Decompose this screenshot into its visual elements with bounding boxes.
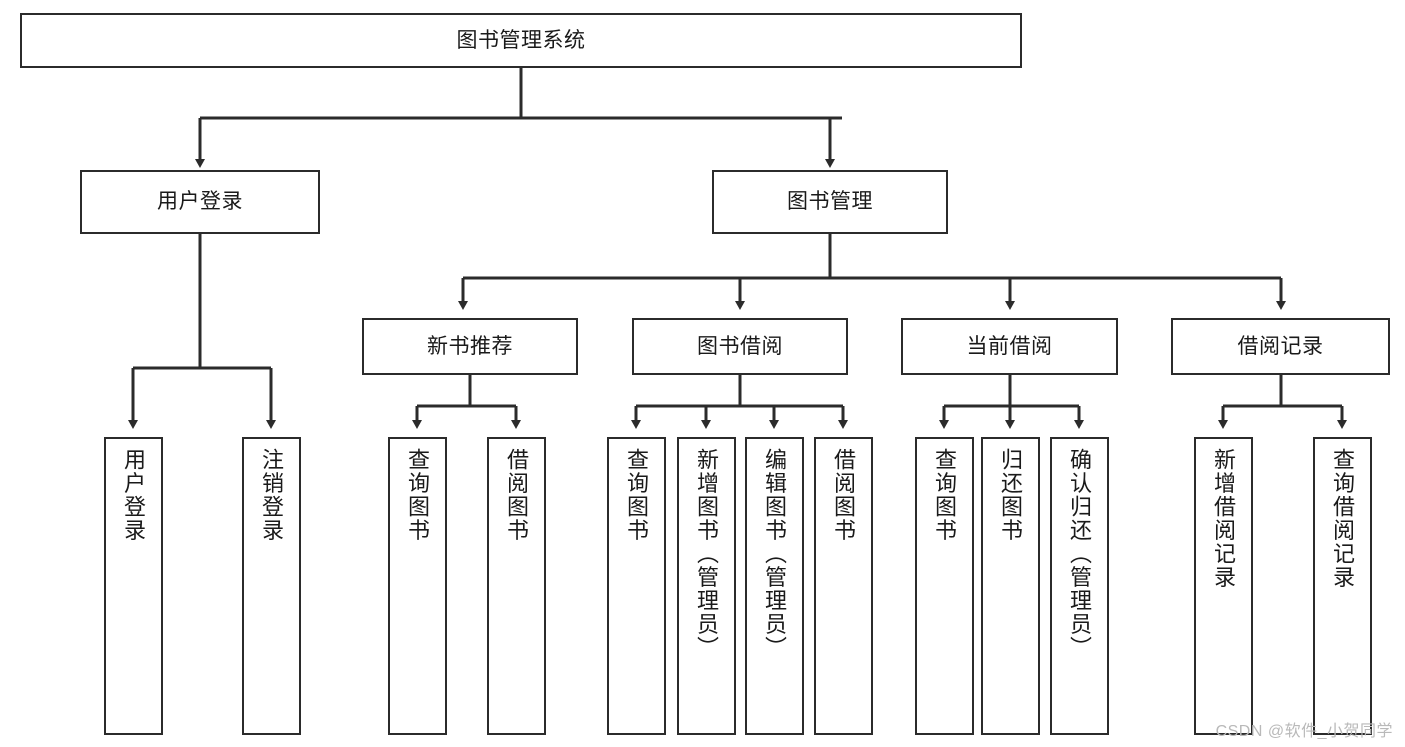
node-leaf-query-book-1[interactable]: 查询图书: [388, 437, 447, 735]
node-label: 借阅记录: [1237, 334, 1324, 358]
node-label: 图书管理系统: [456, 28, 586, 52]
node-label: 归还图书: [998, 448, 1024, 542]
node-leaf-edit-book-admin[interactable]: 编辑图书（管理员）: [745, 437, 804, 735]
node-label: 当前借阅: [966, 334, 1053, 358]
node-book-manage[interactable]: 图书管理: [712, 170, 948, 234]
node-borrow-record[interactable]: 借阅记录: [1171, 318, 1390, 375]
node-label: 查询图书: [932, 448, 958, 542]
node-label: 借阅图书: [831, 448, 857, 542]
node-book-borrow[interactable]: 图书借阅: [632, 318, 848, 375]
node-label: 新增借阅记录: [1211, 448, 1237, 589]
node-leaf-borrow-book-2[interactable]: 借阅图书: [814, 437, 873, 735]
node-label: 查询图书: [624, 448, 650, 542]
node-new-book-recommend[interactable]: 新书推荐: [362, 318, 578, 375]
node-label: 用户登录: [121, 448, 147, 542]
node-leaf-query-book-2[interactable]: 查询图书: [607, 437, 666, 735]
node-label: 用户登录: [157, 190, 243, 214]
node-label: 编辑图书（管理员）: [762, 448, 788, 660]
node-label: 图书管理: [787, 190, 873, 214]
node-leaf-add-borrow-record[interactable]: 新增借阅记录: [1194, 437, 1253, 735]
node-root-system[interactable]: 图书管理系统: [20, 13, 1022, 68]
node-current-borrow[interactable]: 当前借阅: [901, 318, 1118, 375]
node-label: 新书推荐: [427, 334, 513, 358]
node-label: 查询借阅记录: [1330, 448, 1356, 589]
node-leaf-user-login[interactable]: 用户登录: [104, 437, 163, 735]
node-leaf-logout-login[interactable]: 注销登录: [242, 437, 301, 735]
csdn-watermark: CSDN @软件_小贺同学: [1215, 723, 1393, 740]
node-leaf-borrow-book-1[interactable]: 借阅图书: [487, 437, 546, 735]
node-label: 确认归还（管理员）: [1067, 448, 1093, 660]
node-label: 新增图书（管理员）: [694, 448, 720, 660]
node-label: 注销登录: [259, 448, 285, 542]
node-leaf-confirm-return-admin[interactable]: 确认归还（管理员）: [1050, 437, 1109, 735]
node-label: 图书借阅: [697, 334, 783, 358]
node-label: 查询图书: [405, 448, 431, 542]
node-leaf-query-borrow-record[interactable]: 查询借阅记录: [1313, 437, 1372, 735]
node-user-login[interactable]: 用户登录: [80, 170, 320, 234]
node-label: 借阅图书: [504, 448, 530, 542]
node-leaf-query-book-3[interactable]: 查询图书: [915, 437, 974, 735]
node-leaf-add-book-admin[interactable]: 新增图书（管理员）: [677, 437, 736, 735]
node-leaf-return-book[interactable]: 归还图书: [981, 437, 1040, 735]
